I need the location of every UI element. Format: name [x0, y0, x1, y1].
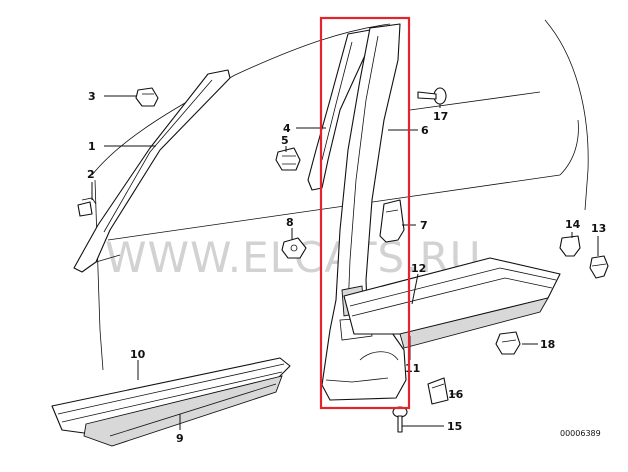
clip-2	[77, 197, 97, 217]
callout-12: 12	[411, 262, 426, 275]
clip-13	[589, 255, 609, 279]
screw-17	[417, 87, 447, 105]
a-pillar-trim	[73, 69, 231, 273]
clip-18	[495, 331, 521, 355]
screw-15	[392, 406, 408, 433]
clip-16	[427, 377, 449, 405]
callout-4: 4	[283, 122, 291, 135]
callout-5: 5	[281, 134, 289, 147]
clip-14	[559, 235, 581, 257]
callout-17: 17	[433, 110, 448, 123]
callout-1: 1	[88, 140, 96, 153]
callout-9: 9	[176, 432, 184, 445]
callout-2: 2	[87, 168, 95, 181]
callout-3: 3	[88, 90, 96, 103]
diagram-code: 00006389	[560, 429, 601, 438]
callout-18: 18	[540, 338, 555, 351]
highlight-box	[319, 16, 411, 410]
leader-lines	[91, 95, 599, 430]
callout-labels: 3 1 2 4 5 6 7 8 12 11 10 9 14 13 18 16 1…	[87, 90, 606, 445]
door-sill-left	[51, 357, 291, 447]
callout-10: 10	[130, 348, 146, 361]
callout-16: 16	[448, 388, 464, 401]
callout-8: 8	[286, 216, 294, 229]
clip-5	[275, 147, 301, 171]
callout-11: 11	[405, 362, 420, 375]
door-sill-right	[343, 257, 561, 349]
callout-13: 13	[591, 222, 606, 235]
bracket-7	[379, 199, 405, 243]
clip-3	[135, 87, 159, 107]
callout-6: 6	[421, 124, 429, 137]
callout-15: 15	[447, 420, 462, 433]
callout-14: 14	[565, 218, 581, 231]
clip-8	[281, 237, 307, 259]
callout-7: 7	[420, 219, 428, 232]
